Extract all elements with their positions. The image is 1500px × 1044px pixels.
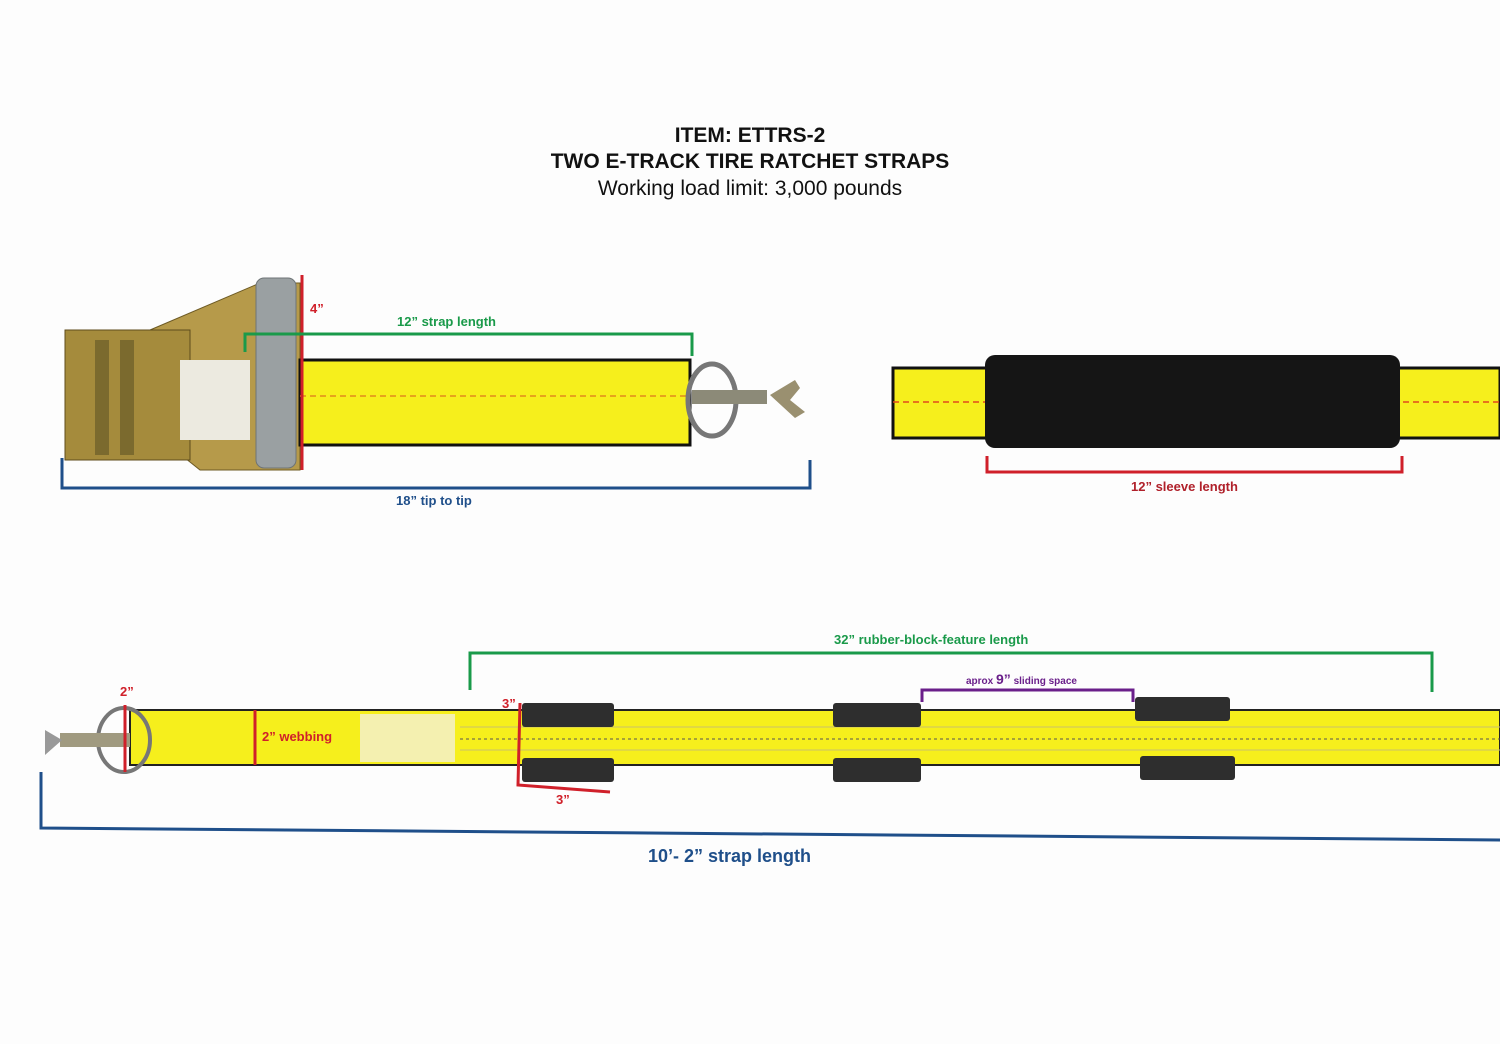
block-width-label: 3”: [556, 792, 570, 807]
strap-length-label: 12” strap length: [397, 314, 496, 329]
item-code: ITEM: ETTRS-2: [674, 124, 826, 147]
block-height-label: 3”: [502, 696, 516, 711]
sleeve-length-label: 12” sleeve length: [1131, 479, 1238, 494]
sliding-space-bracket: [920, 688, 1135, 702]
sliding-suffix: sliding space: [1014, 676, 1078, 687]
tip-to-tip-bracket: [60, 458, 812, 490]
sliding-prefix: aprox: [966, 676, 994, 687]
ring-label: 2”: [120, 684, 134, 699]
feature-length-bracket: [468, 651, 1434, 692]
sleeve-strap-image: [891, 355, 1500, 448]
load-limit: Working load limit: 3,000 pounds: [597, 177, 903, 200]
height-label: 4”: [310, 301, 324, 316]
strap-length-bracket: [243, 332, 694, 356]
total-length-bracket: [39, 772, 1500, 842]
long-strap-image: [45, 697, 1500, 782]
product-title: TWO E-TRACK TIRE RATCHET STRAPS: [550, 150, 950, 173]
total-length-label: 10’- 2” strap length: [648, 846, 811, 866]
sliding-space-label: aprox 9” sliding space: [966, 671, 1077, 687]
block-dimension-lines: [516, 702, 611, 794]
webbing-label: 2” webbing: [262, 729, 332, 744]
tip-to-tip-label: 18” tip to tip: [396, 493, 472, 508]
sliding-value: 9”: [996, 671, 1011, 687]
feature-length-label: 32” rubber-block-feature length: [834, 632, 1028, 647]
ratchet-strap-image: [64, 277, 805, 471]
sleeve-length-bracket: [985, 456, 1404, 474]
